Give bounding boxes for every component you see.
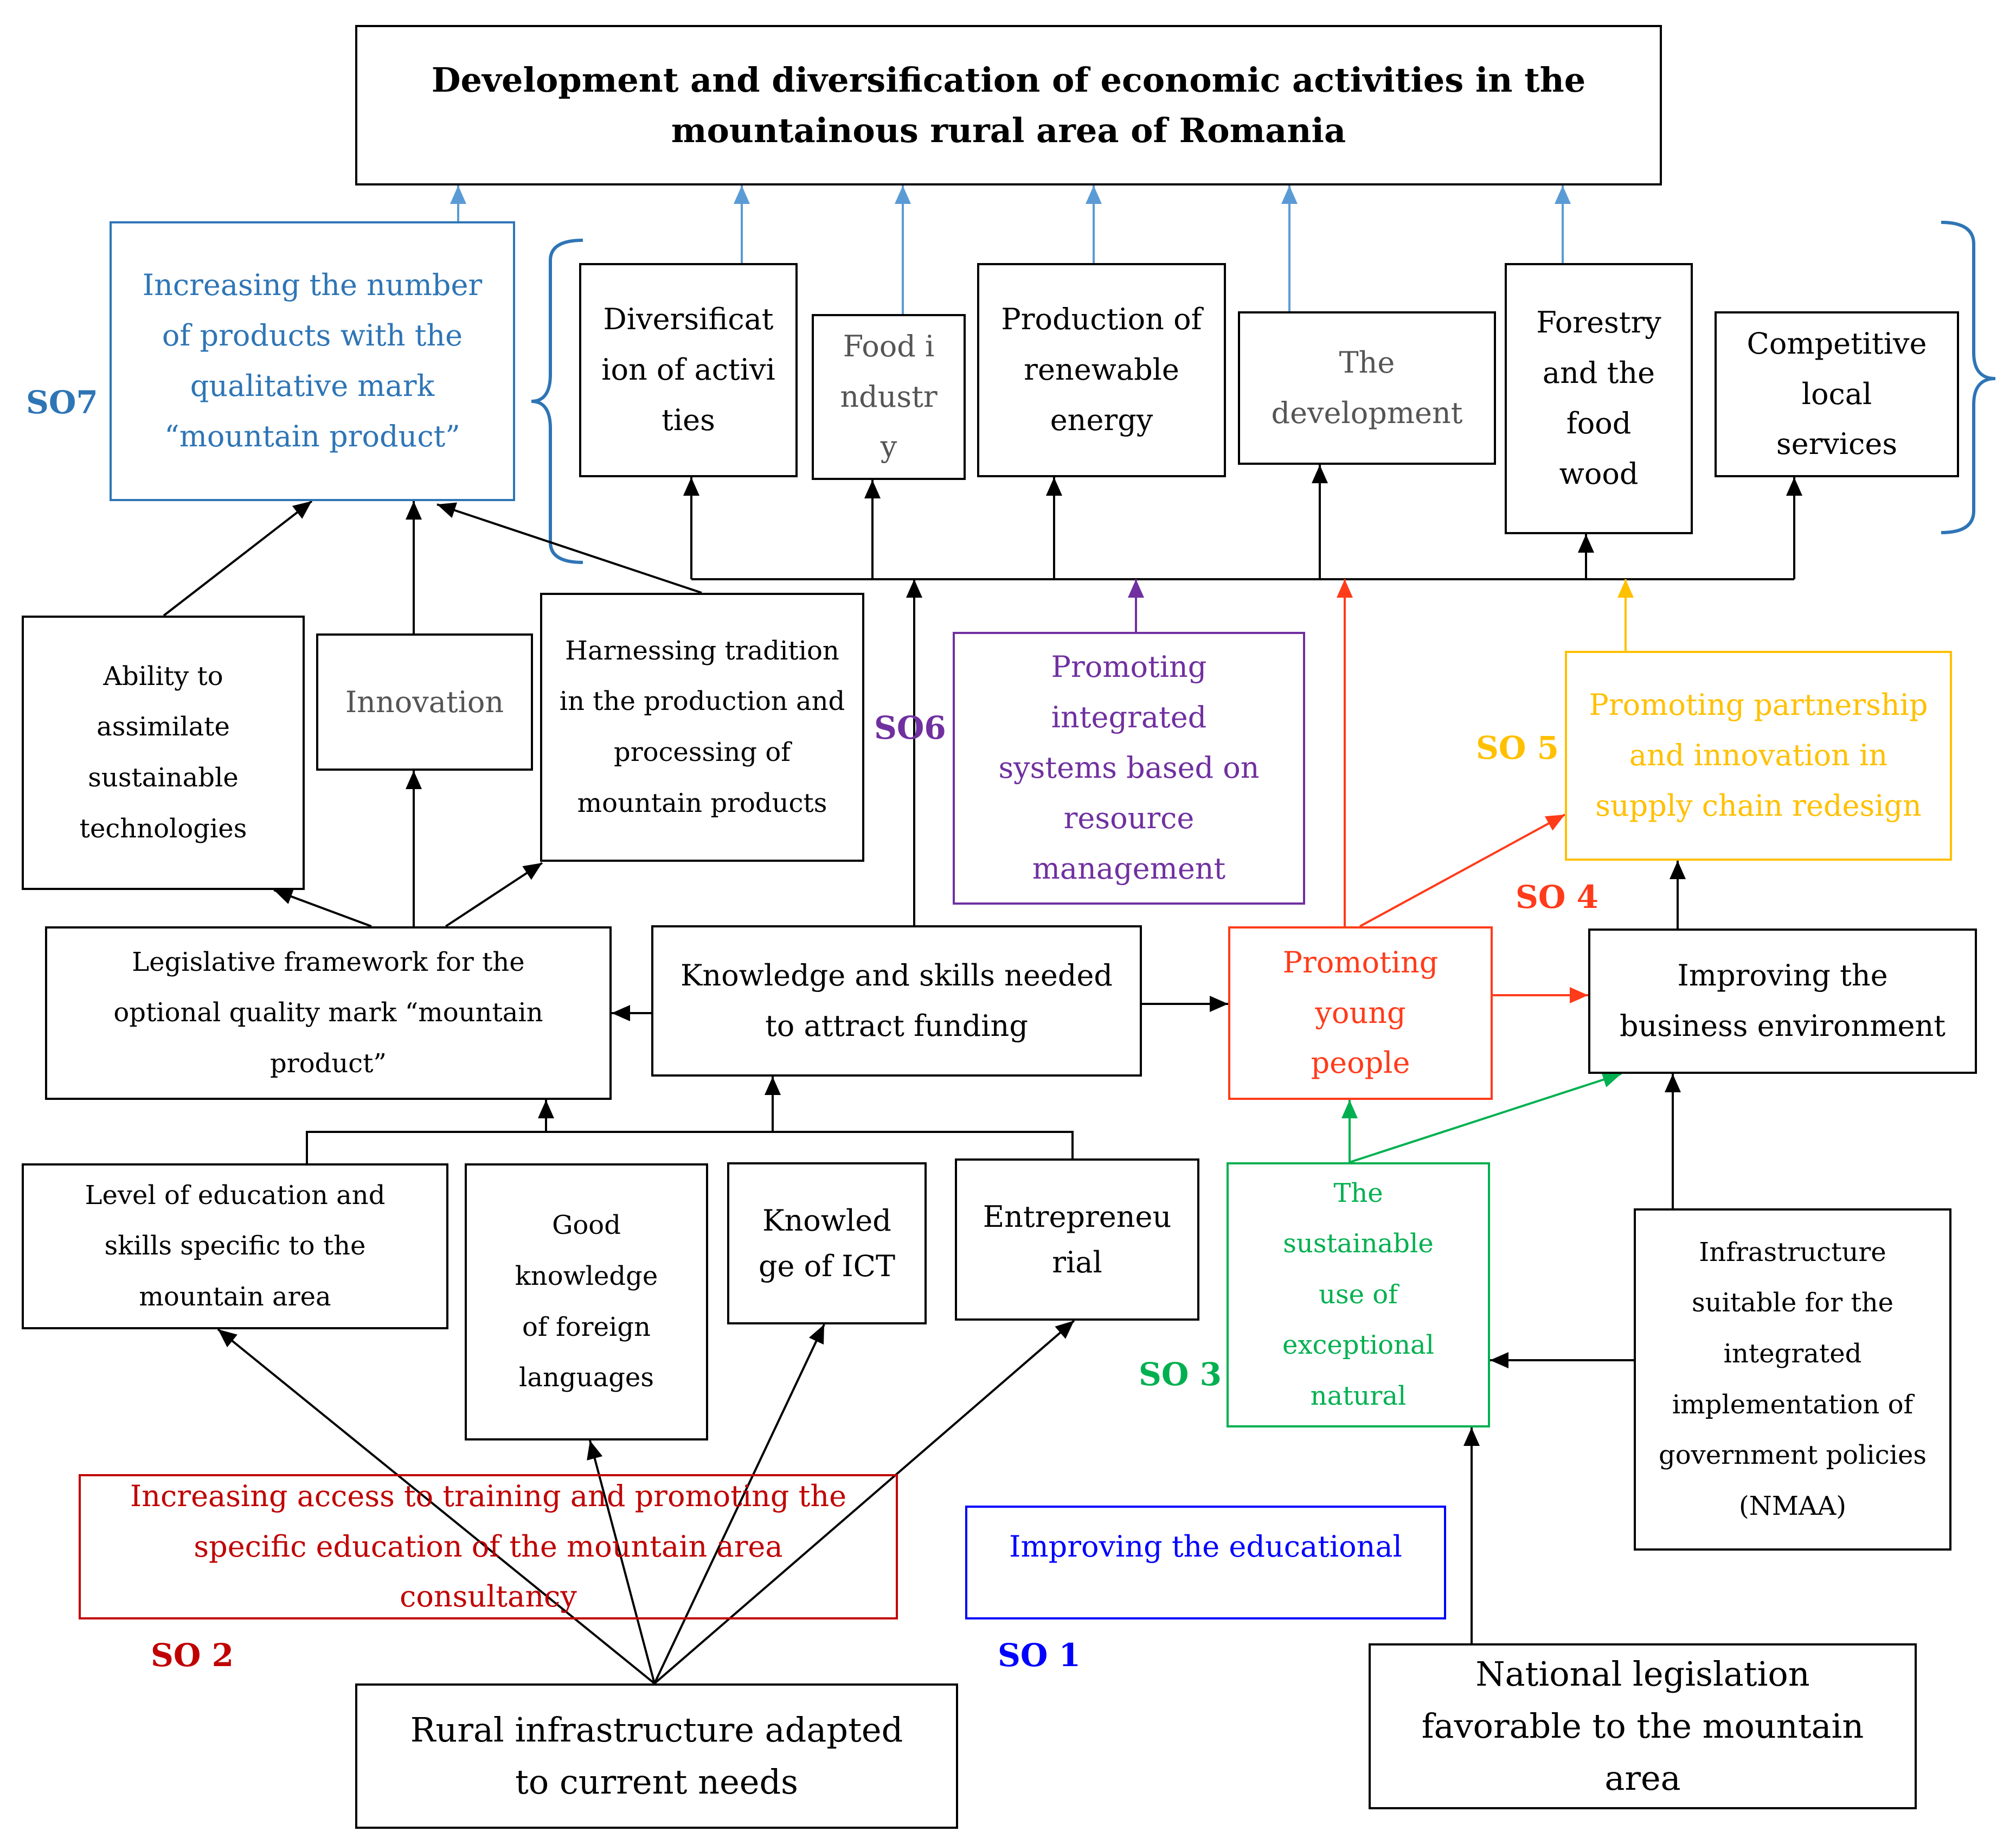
rural-infrastructure-box: Rural infrastructure adapted to current …	[355, 1683, 958, 1829]
young-to-partnership	[1359, 814, 1565, 927]
arrowhead	[1786, 477, 1802, 496]
sustainable-use-box: The sustainable use of exceptional natur…	[1227, 1162, 1490, 1427]
arrowhead	[1128, 579, 1144, 598]
so1-label: SO 1	[998, 1637, 1081, 1674]
arrowhead	[1463, 1427, 1480, 1446]
arrowhead	[1578, 534, 1594, 553]
arrowhead	[1617, 579, 1634, 598]
entrepreneurial-box: Entrepreneurial	[955, 1158, 1199, 1321]
national-legislation-box: National legislation favorable to the mo…	[1369, 1643, 1917, 1809]
education-level-box: Level of education and skills specific t…	[22, 1163, 448, 1329]
page-title: Development and diversification of econo…	[431, 60, 1586, 150]
food-industry-box: Food industry	[812, 314, 966, 480]
arrowhead	[1555, 185, 1571, 204]
innovation-box: Innovation	[316, 633, 533, 771]
arrowhead	[1046, 477, 1062, 496]
so2-label: SO 2	[151, 1637, 234, 1674]
arrowhead	[1665, 1074, 1681, 1092]
integrated-systems-box: Promoting integrated systems based on re…	[953, 632, 1305, 905]
right-brace	[1941, 221, 1996, 534]
foreign-languages-box: Good knowledge of foreign languages	[465, 1163, 708, 1440]
arrowhead	[808, 1324, 824, 1345]
forestry-box: Forestry and the food wood	[1505, 263, 1693, 534]
infrastructure-nmaa-box: Infrastructure suitable for the integrat…	[1634, 1208, 1951, 1551]
arrowhead	[1312, 465, 1328, 483]
rural-to-ict	[653, 1324, 825, 1684]
educational-box: Improving the educational	[965, 1506, 1446, 1619]
title-box: Development and diversification of econo…	[355, 25, 1662, 185]
arrowhead	[612, 1005, 630, 1021]
so7-label: SO7	[26, 384, 98, 421]
arrowhead	[1544, 815, 1565, 831]
ability-box: Ability to assimilate sustainable techno…	[22, 616, 305, 890]
arrowhead	[292, 501, 312, 519]
arrowhead	[274, 888, 294, 904]
so6-label: SO6	[874, 709, 946, 746]
arrowhead	[683, 477, 699, 496]
renewable-energy-box: Production of renewable energy	[977, 263, 1226, 477]
arrowhead	[450, 185, 466, 204]
knowledge-skills-box: Knowledge and skills needed to attract f…	[651, 925, 1142, 1077]
arrowhead	[218, 1329, 237, 1348]
arrowhead	[1210, 996, 1228, 1012]
so5-label: SO 5	[1476, 729, 1559, 766]
business-environment-box: Improving the business environment	[1588, 929, 1977, 1074]
arrowhead	[538, 1100, 554, 1118]
training-box: Increasing access to training and promot…	[79, 1474, 898, 1619]
tradition-to-products	[436, 503, 702, 594]
diversification-box: Diversification of activities	[579, 263, 798, 477]
arrowhead	[734, 185, 750, 204]
development-box: The development	[1238, 311, 1496, 465]
legislative-framework-box: Legislative framework for the optional q…	[45, 926, 612, 1100]
tradition-box: Harnessing tradition in the production a…	[540, 593, 864, 862]
arrowhead	[1490, 1352, 1508, 1368]
arrowhead	[765, 1077, 781, 1095]
arrowhead	[1601, 1072, 1621, 1087]
young-people-box: Promoting young people	[1228, 926, 1493, 1100]
arrowhead	[406, 771, 422, 789]
arrowhead	[1670, 861, 1686, 879]
arrowhead	[1341, 1100, 1358, 1118]
legislative-to-tradition	[445, 862, 543, 927]
rural-to-languages	[589, 1440, 656, 1684]
increasing-products-box: Increasing the number of products with t…	[110, 221, 515, 501]
arrowhead	[1281, 185, 1298, 204]
rural-to-entrepreneurial	[653, 1320, 1075, 1685]
arrowhead	[895, 185, 911, 204]
partnership-box: Promoting partnership and innovation in …	[1565, 651, 1952, 861]
arrowhead	[437, 502, 458, 518]
arrowhead	[906, 579, 922, 598]
sustainable-to-business	[1349, 1073, 1622, 1163]
arrowhead	[864, 480, 881, 498]
left-brace	[531, 239, 583, 564]
so4-label: SO 4	[1516, 879, 1598, 915]
local-services-box: Competitive local services	[1715, 311, 1959, 477]
so3-label: SO 3	[1139, 1356, 1222, 1393]
rural-to-education-level	[217, 1328, 656, 1685]
arrowhead	[1086, 185, 1102, 204]
arrowhead	[406, 501, 422, 520]
arrowhead	[1055, 1321, 1074, 1339]
arrowhead	[522, 863, 542, 880]
ict-knowledge-box: Knowledge of ICT	[727, 1162, 927, 1324]
ability-to-products	[163, 500, 313, 617]
arrowhead	[1337, 579, 1353, 598]
row4-bus	[306, 1131, 1074, 1163]
arrowhead	[587, 1440, 603, 1461]
arrowhead	[1570, 987, 1588, 1003]
